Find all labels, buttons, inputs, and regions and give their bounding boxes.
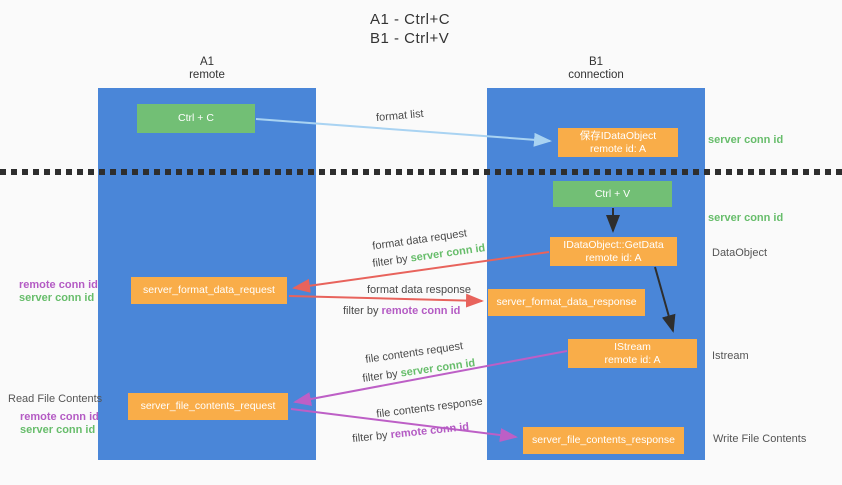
- filter-by-remote-conn-id-label-1: filter by remote conn id: [343, 305, 460, 317]
- filter-by-text: filter by: [361, 367, 402, 385]
- server-conn-id-text: server conn id: [399, 357, 477, 380]
- file-contents-response-edge-label: file contents response: [375, 395, 484, 421]
- server-format-data-request-box: server_format_data_request: [131, 277, 287, 304]
- filter-by-remote-conn-id-label-2: filter by remote conn id: [352, 421, 470, 445]
- idataobject-getdata-text: IDataObject::GetData remote id: A: [563, 239, 663, 265]
- ctrl-c-box: Ctrl + C: [137, 104, 255, 133]
- left-conn-id-annotation-top: remote conn id server conn id: [19, 279, 98, 305]
- server-format-data-response-box: server_format_data_response: [488, 289, 645, 316]
- left-conn-id-annotation-bottom: remote conn id server conn id: [20, 411, 99, 437]
- save-idataobject-line1: 保存IDataObject: [579, 129, 657, 142]
- remote-conn-id-text: remote conn id: [381, 305, 461, 317]
- server-conn-id-annotation-top: server conn id: [708, 134, 784, 146]
- column-a-id: A1: [199, 56, 215, 68]
- filter-by-text: filter by: [351, 429, 392, 446]
- save-idataobject-text: 保存IDataObject remote id: A: [580, 130, 656, 156]
- getdata-line1: IDataObject::GetData: [563, 238, 664, 251]
- getdata-line2: remote id: A: [585, 251, 642, 264]
- format-data-response-arrow: [288, 293, 484, 308]
- istream-text: IStream remote id: A: [604, 341, 660, 367]
- column-b-header: B1 connection: [487, 56, 705, 82]
- server-conn-id-annotation-mid: server conn id: [708, 212, 784, 224]
- column-b-id: B1: [588, 56, 604, 68]
- server-format-data-response-label: server_format_data_response: [496, 296, 637, 308]
- filter-by-text: filter by: [343, 305, 382, 317]
- save-idataobject-box: 保存IDataObject remote id: A: [558, 128, 678, 157]
- column-b-role: connection: [568, 69, 624, 81]
- format-data-response-edge-label: format data response: [367, 284, 471, 296]
- ctrl-v-label: Ctrl + V: [594, 187, 631, 200]
- istream-annotation: Istream: [712, 350, 749, 362]
- istream-line2: remote id: A: [604, 353, 661, 366]
- read-file-contents-annotation: Read File Contents: [8, 393, 103, 405]
- server-conn-id-annotation: server conn id: [20, 424, 96, 436]
- istream-box: IStream remote id: A: [568, 339, 697, 368]
- title-line-copy: A1 - Ctrl+C: [370, 11, 451, 28]
- title-line-paste: B1 - Ctrl+V: [370, 30, 450, 47]
- column-a-header: A1 remote: [98, 56, 316, 82]
- server-file-contents-request-box: server_file_contents_request: [128, 393, 288, 420]
- server-conn-id-annotation: server conn id: [19, 292, 95, 304]
- istream-line1: IStream: [614, 340, 651, 353]
- column-a-role: remote: [189, 69, 225, 81]
- idataobject-getdata-box: IDataObject::GetData remote id: A: [550, 237, 677, 266]
- server-file-contents-request-label: server_file_contents_request: [140, 400, 276, 412]
- diagram-title: A1 - Ctrl+C B1 - Ctrl+V: [370, 10, 450, 48]
- remote-conn-id-text: remote conn id: [389, 420, 470, 442]
- ctrl-c-label: Ctrl + C: [178, 112, 214, 124]
- save-idataobject-line2: remote id: A: [589, 142, 646, 155]
- server-file-contents-response-box: server_file_contents_response: [523, 427, 684, 454]
- remote-conn-id-annotation: remote conn id: [19, 279, 98, 291]
- format-list-edge-label: format list: [375, 107, 425, 125]
- remote-conn-id-annotation: remote conn id: [20, 411, 99, 423]
- ctrl-v-box: Ctrl + V: [553, 181, 672, 207]
- dataobject-annotation: DataObject: [712, 247, 768, 259]
- copy-paste-divider-dotted-line: [0, 169, 842, 175]
- filter-by-text: filter by: [371, 252, 412, 270]
- server-file-contents-response-label: server_file_contents_response: [531, 434, 675, 446]
- server-format-data-request-label: server_format_data_request: [143, 284, 275, 296]
- write-file-contents-annotation: Write File Contents: [713, 433, 807, 445]
